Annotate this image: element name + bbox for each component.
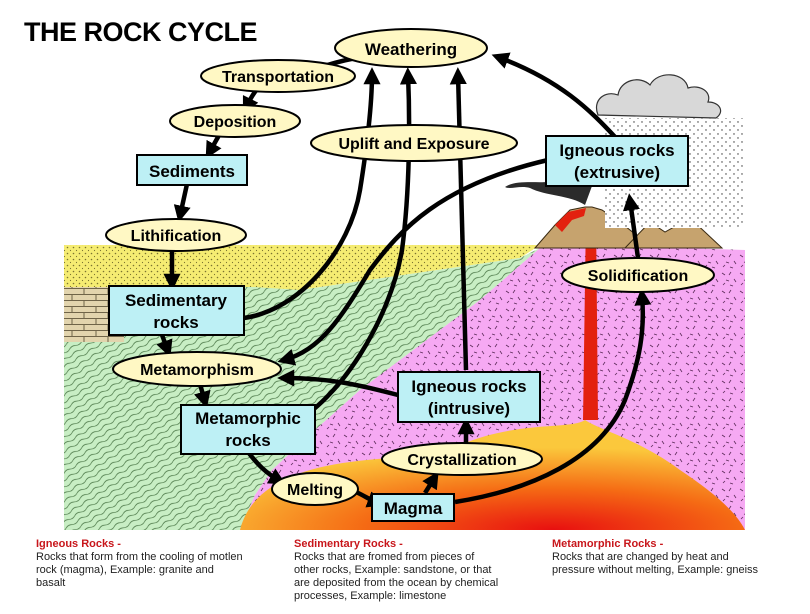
legend-metamorphic: Metamorphic Rocks - Rocks that are chang… — [552, 538, 802, 577]
legend-text: Rocks that are fromed from pieces of — [294, 551, 475, 563]
solidification-label: Solidification — [588, 268, 688, 285]
arrow-magma-to-solidification — [454, 288, 652, 505]
legend-sedimentary: Sedimentary Rocks - Rocks that are frome… — [294, 538, 534, 603]
arrow-metamorphic-to-melting — [246, 450, 286, 485]
extrusive-label-line2: (extrusive) — [574, 163, 660, 182]
metamorphic-label-line1: Metamorphic — [195, 409, 301, 428]
legend-text: are deposited from the ocean by chemical — [294, 577, 499, 589]
legend-text: other rocks, Example: sandstone, or that — [294, 564, 492, 576]
node-metamorphism: Metamorphism — [112, 351, 282, 387]
metamorphic-label-line2: rocks — [225, 431, 270, 450]
transportation-label: Transportation — [222, 69, 334, 86]
sediment-surface-layer — [64, 245, 254, 287]
legend-heading: Metamorphic Rocks - — [552, 538, 664, 550]
node-igneous-extrusive: Igneous rocks (extrusive) — [545, 135, 689, 187]
node-transportation: Transportation — [200, 59, 356, 93]
node-deposition: Deposition — [169, 104, 301, 138]
arrow-sedimentary-to-weathering — [243, 67, 381, 321]
sediments-label: Sediments — [149, 162, 235, 181]
arrow-intrusive-to-metamorphism — [277, 369, 399, 398]
storm-cloud — [596, 74, 722, 119]
uplift-label: Uplift and Exposure — [338, 136, 489, 153]
sedimentary-label-line2: rocks — [153, 313, 198, 332]
legend-heading: Sedimentary Rocks - — [294, 538, 403, 550]
node-uplift: Uplift and Exposure — [310, 124, 518, 162]
node-melting: Melting — [271, 472, 359, 506]
legend-text: Rocks that are changed by heat and — [552, 551, 729, 563]
extrusive-label-line1: Igneous rocks — [559, 141, 674, 160]
lava-flow — [555, 208, 586, 232]
arrow-metamorphism-to-metamorphic — [194, 383, 211, 409]
node-sediments: Sediments — [136, 154, 248, 186]
arrow-extrusive-to-weathering — [491, 52, 618, 140]
legend-text: pressure without melting, Example: gneis… — [552, 564, 759, 576]
cycle-nodes: Weathering Transportation Deposition Sed… — [105, 28, 715, 522]
legend-text: basalt — [36, 577, 66, 589]
node-lithification: Lithification — [105, 218, 247, 252]
intrusive-label-line2: (intrusive) — [428, 399, 510, 418]
legend-heading: Igneous Rocks - — [36, 538, 121, 550]
node-igneous-intrusive: Igneous rocks (intrusive) — [397, 371, 541, 423]
page-title: THE ROCK CYCLE — [24, 17, 258, 47]
legend-text: processes, Example: limestone — [294, 590, 447, 602]
melting-label: Melting — [287, 482, 343, 499]
arrow-intrusive-to-weathering — [449, 67, 469, 371]
node-magma: Magma — [371, 493, 455, 522]
arrow-sediments-to-lithification — [173, 183, 191, 223]
lithification-label: Lithification — [131, 228, 222, 245]
arrow-extrusive-to-metamorphism — [277, 157, 549, 366]
node-solidification: Solidification — [561, 257, 715, 293]
deposition-label: Deposition — [194, 114, 277, 131]
node-weathering: Weathering — [334, 28, 488, 68]
legend-text: rock (magma), Example: granite and — [36, 564, 214, 576]
metamorphism-label: Metamorphism — [140, 362, 254, 379]
intrusive-label-line1: Igneous rocks — [411, 377, 526, 396]
magma-label: Magma — [384, 499, 443, 518]
sedimentary-label-line1: Sedimentary — [125, 291, 228, 310]
arrow-solidification-to-extrusive — [622, 193, 641, 259]
arrow-sedimentary-to-metamorphism — [156, 334, 173, 358]
weathering-label: Weathering — [365, 40, 457, 59]
node-sedimentary-rocks: Sedimentary rocks — [108, 285, 245, 336]
node-metamorphic-rocks: Metamorphic rocks — [180, 404, 316, 455]
node-crystallization: Crystallization — [381, 442, 543, 476]
legend-igneous: Igneous Rocks - Rocks that form from the… — [36, 538, 276, 590]
crystallization-label: Crystallization — [407, 452, 516, 469]
arrow-magma-to-crystallization — [422, 471, 439, 495]
legend-text: Rocks that form from the cooling of motl… — [36, 551, 243, 563]
